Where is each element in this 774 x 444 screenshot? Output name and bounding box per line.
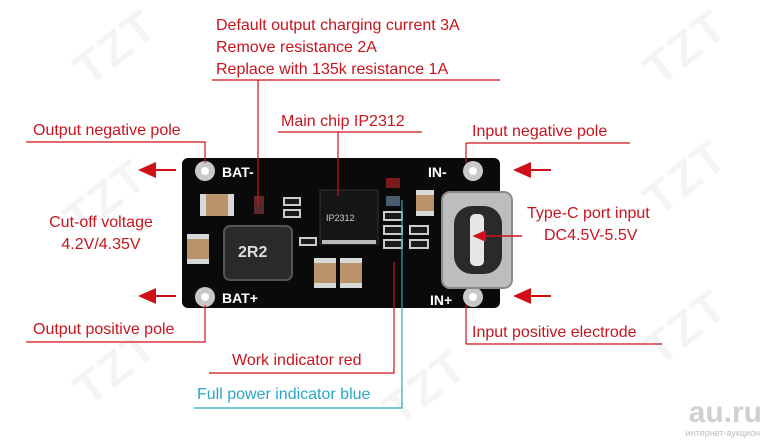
typec-voltage-label: DC4.5V-5.5V	[544, 227, 638, 244]
capacitor	[200, 194, 234, 216]
bat-minus-label: BAT-	[222, 164, 254, 180]
blue-led	[386, 196, 400, 206]
capacitor	[416, 190, 434, 216]
typec-input-label: Type-C port input	[527, 205, 650, 222]
site-subtitle: интернет-аукцион	[685, 428, 760, 438]
red-led	[386, 178, 400, 188]
remove-resistance-label: Remove resistance 2A	[216, 39, 377, 56]
inductor	[223, 225, 293, 281]
bat-plus-label: BAT+	[222, 290, 258, 306]
capacitor	[340, 258, 362, 288]
input-positive-label: Input positive electrode	[472, 324, 637, 341]
bat-plus-pad	[195, 287, 215, 307]
blue-leader-line	[194, 200, 403, 409]
in-minus-label: IN-	[428, 164, 447, 180]
site-logo: au.ru	[688, 396, 762, 429]
capacitor	[314, 258, 336, 288]
inductor-marking: 2R2	[238, 244, 268, 261]
leader-lines	[26, 79, 662, 374]
resistor	[254, 196, 264, 214]
in-plus-pad	[463, 287, 483, 307]
capacitor	[187, 234, 209, 264]
main-chip-label: Main chip IP2312	[281, 113, 405, 130]
direction-arrows	[138, 162, 551, 304]
in-minus-pad	[463, 161, 483, 181]
cutoff-voltage-value: 4.2V/4.35V	[61, 236, 141, 253]
bat-minus-pad	[195, 161, 215, 181]
output-positive-label: Output positive pole	[33, 321, 175, 338]
in-plus-label: IN+	[430, 292, 453, 308]
output-negative-label: Output negative pole	[33, 122, 181, 139]
input-negative-label: Input negative pole	[472, 123, 608, 140]
cutoff-voltage-label: Cut-off voltage	[49, 214, 153, 231]
main-chip	[319, 189, 379, 245]
type-c-port	[441, 191, 513, 289]
work-indicator-label: Work indicator red	[232, 352, 362, 369]
full-power-indicator-label: Full power indicator blue	[197, 386, 371, 403]
chip-marking: IP2312	[326, 213, 355, 223]
replace-resistance-label: Replace with 135k resistance 1A	[216, 61, 449, 78]
charging-current-label: Default output charging current 3A	[216, 17, 460, 34]
